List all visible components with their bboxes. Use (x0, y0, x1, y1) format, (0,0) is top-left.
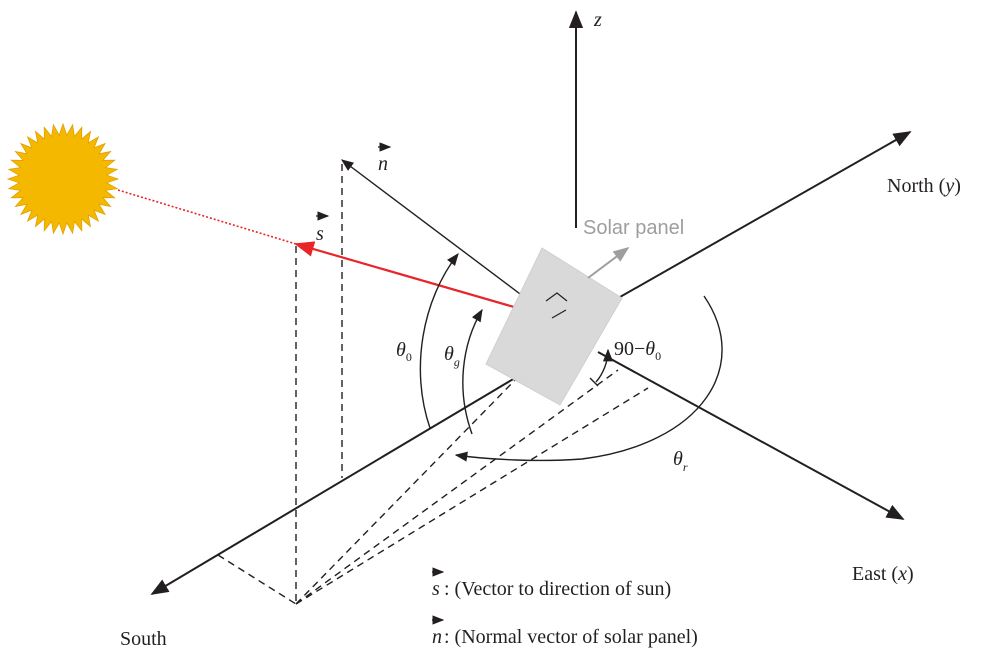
thetar-label: θr (673, 448, 688, 474)
panel-normal-arrow (587, 247, 630, 279)
north-label: North (y) (887, 175, 961, 197)
ninety-minus-theta0-label: 90−θ0 (614, 338, 661, 363)
z-label: z (593, 9, 602, 31)
thetar-arc (454, 295, 723, 462)
sun-icon (6, 122, 120, 236)
svg-text:: (Normal vector of solar pane: : (Normal vector of solar panel) (444, 626, 698, 648)
ground-projection-dash-3 (295, 387, 649, 605)
ground-projection-dash-1 (295, 374, 521, 605)
svg-text:: (Vector to direction of sun): : (Vector to direction of sun) (444, 578, 671, 600)
right-angle-mark (545, 292, 568, 319)
ninety-minus-theta0-tick (589, 377, 599, 387)
thetag-arc (462, 308, 483, 435)
svg-text:n: n (378, 153, 388, 175)
ninety-minus-theta0-arc (595, 348, 614, 383)
south-label: South (120, 628, 167, 650)
south-axis (150, 374, 521, 595)
svg-text:s: s (432, 578, 440, 600)
ground-projection-dash-2 (295, 369, 619, 605)
solar-panel-label: Solar panel (583, 217, 684, 239)
east-axis (597, 351, 905, 520)
theta0-arc (419, 253, 459, 429)
n-vector-label: n (378, 142, 392, 175)
svg-text:n: n (432, 626, 442, 648)
s-vector-label: s (316, 211, 330, 245)
normal-vector (340, 159, 553, 319)
sun-ray (117, 189, 297, 245)
south-projection-dash (217, 554, 297, 605)
svg-text:s: s (316, 223, 324, 245)
east-label: East (x) (852, 563, 914, 585)
legend-s: s : (Vector to direction of sun) (432, 567, 671, 600)
thetag-label: θg (444, 343, 460, 369)
legend-n: n : (Normal vector of solar panel) (432, 615, 698, 648)
solar-panel (485, 247, 623, 406)
sun-vector (294, 241, 553, 320)
theta0-label: θ0 (396, 339, 412, 364)
